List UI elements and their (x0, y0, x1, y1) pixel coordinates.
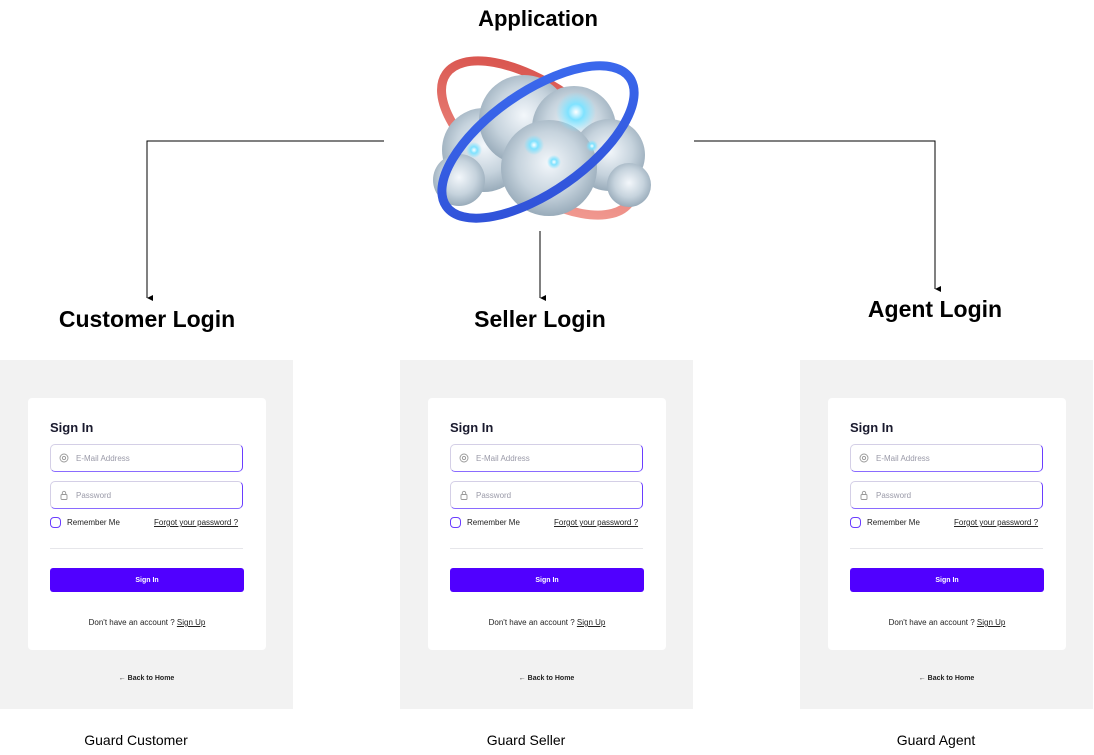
email-field[interactable] (450, 444, 643, 472)
sign-in-title: Sign In (850, 420, 894, 435)
sign-in-button[interactable]: Sign In (50, 568, 244, 592)
forgot-password-link[interactable]: Forgot your password ? (554, 518, 639, 527)
divider (450, 548, 643, 549)
sign-in-button[interactable]: Sign In (450, 568, 644, 592)
sign-in-card: Sign In Remember Me Forgot your password… (28, 398, 266, 650)
sign-up-prompt: Don't have an account ? Sign Up (828, 618, 1066, 627)
remember-me-checkbox[interactable] (450, 517, 461, 528)
sign-up-link[interactable]: Sign Up (976, 618, 1006, 627)
email-field[interactable] (850, 444, 1043, 472)
remember-me[interactable]: Remember Me (850, 517, 920, 528)
seller-login-panel: Sign In Remember Me Forgot your password… (400, 360, 693, 709)
remember-me-label: Remember Me (467, 518, 520, 527)
remember-me-checkbox[interactable] (850, 517, 861, 528)
sign-in-card: Sign In Remember Me Forgot your password… (428, 398, 666, 650)
password-field[interactable] (50, 481, 243, 509)
back-to-home-link[interactable]: ← Back to Home (118, 675, 175, 682)
agent-login-title: Agent Login (867, 296, 1003, 322)
guard-agent-caption: Guard Agent (896, 732, 976, 748)
lock-icon (58, 489, 70, 501)
sign-in-title: Sign In (50, 420, 94, 435)
divider (50, 548, 243, 549)
cloud-orbit-logo (433, 56, 651, 223)
remember-me[interactable]: Remember Me (450, 517, 520, 528)
password-input[interactable] (476, 490, 626, 500)
password-input[interactable] (76, 490, 226, 500)
back-to-home-link[interactable]: ← Back to Home (518, 675, 575, 682)
guard-seller-caption: Guard Seller (486, 732, 566, 748)
sign-up-link[interactable]: Sign Up (176, 618, 206, 627)
sign-up-prompt-text: Don't have an account ? (488, 618, 575, 627)
sign-up-prompt: Don't have an account ? Sign Up (28, 618, 266, 627)
guard-customer-caption: Guard Customer (84, 732, 188, 748)
sign-in-button[interactable]: Sign In (850, 568, 1044, 592)
forgot-password-link[interactable]: Forgot your password ? (154, 518, 239, 527)
sign-in-title: Sign In (450, 420, 494, 435)
sign-up-prompt-text: Don't have an account ? (888, 618, 975, 627)
password-input[interactable] (876, 490, 1026, 500)
email-input[interactable] (76, 453, 226, 463)
remember-me[interactable]: Remember Me (50, 517, 120, 528)
forgot-password-link[interactable]: Forgot your password ? (954, 518, 1039, 527)
back-to-home-link[interactable]: ← Back to Home (918, 675, 975, 682)
at-sign-icon (858, 452, 870, 464)
password-field[interactable] (450, 481, 643, 509)
seller-login-title: Seller Login (474, 306, 606, 332)
application-title: Application (478, 6, 598, 31)
remember-me-label: Remember Me (867, 518, 920, 527)
password-field[interactable] (850, 481, 1043, 509)
remember-me-label: Remember Me (67, 518, 120, 527)
email-field[interactable] (50, 444, 243, 472)
remember-me-checkbox[interactable] (50, 517, 61, 528)
sign-up-prompt: Don't have an account ? Sign Up (428, 618, 666, 627)
customer-login-title: Customer Login (58, 306, 236, 332)
sign-up-prompt-text: Don't have an account ? (88, 618, 175, 627)
connector-agent (694, 140, 935, 289)
lock-icon (458, 489, 470, 501)
sign-up-link[interactable]: Sign Up (576, 618, 606, 627)
at-sign-icon (458, 452, 470, 464)
divider (850, 548, 1043, 549)
sign-in-card: Sign In Remember Me Forgot your password… (828, 398, 1066, 650)
customer-login-panel: Sign In Remember Me Forgot your password… (0, 360, 293, 709)
lock-icon (858, 489, 870, 501)
agent-login-panel: Sign In Remember Me Forgot your password… (800, 360, 1093, 709)
at-sign-icon (58, 452, 70, 464)
email-input[interactable] (876, 453, 1026, 463)
email-input[interactable] (476, 453, 626, 463)
connector-customer (146, 140, 384, 298)
